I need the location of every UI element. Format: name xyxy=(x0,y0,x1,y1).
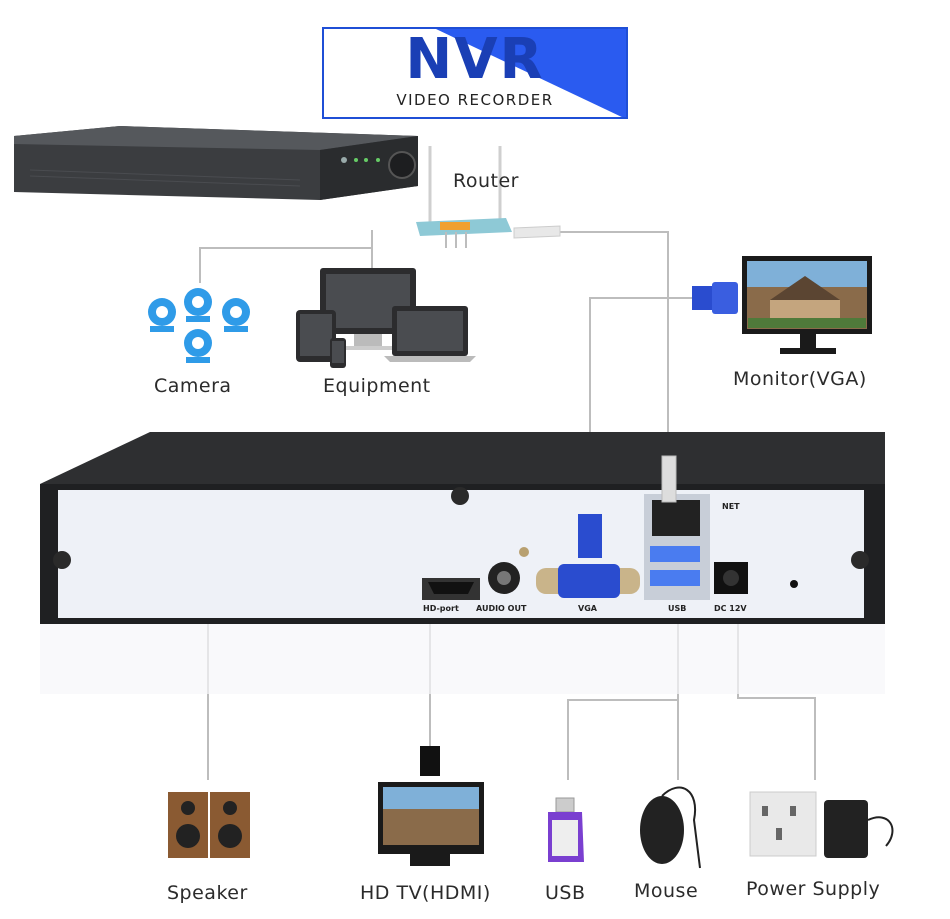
camera-label: Camera xyxy=(154,375,232,397)
power-supply-label: Power Supply xyxy=(746,878,881,900)
hdtv-label: HD TV(HDMI) xyxy=(360,882,491,904)
line-router-camera xyxy=(199,230,373,283)
banner-title: NVR xyxy=(405,27,545,92)
vga-port-label: VGA xyxy=(578,604,597,613)
banner-subtitle: VIDEO RECORDER xyxy=(396,91,554,109)
usb-port-label: USB xyxy=(668,604,687,613)
line-usb xyxy=(567,610,679,780)
line-router-net xyxy=(560,231,669,458)
banner-accent xyxy=(436,29,626,117)
dc-port-label: DC 12V xyxy=(714,604,747,613)
line-monitor-vga xyxy=(589,297,692,515)
audio-out-label: AUDIO OUT xyxy=(476,604,527,613)
router-label: Router xyxy=(453,170,519,192)
mouse-label: Mouse xyxy=(634,880,699,902)
line-power xyxy=(737,612,816,780)
monitor-label: Monitor(VGA) xyxy=(733,368,867,390)
net-port-label: NET xyxy=(722,502,740,511)
speaker-label: Speaker xyxy=(167,882,248,904)
hdport-label: HD-port xyxy=(423,604,459,613)
equipment-label: Equipment xyxy=(323,375,431,397)
nvr-banner: NVR VIDEO RECORDER xyxy=(322,27,628,119)
usb-label: USB xyxy=(545,882,586,904)
